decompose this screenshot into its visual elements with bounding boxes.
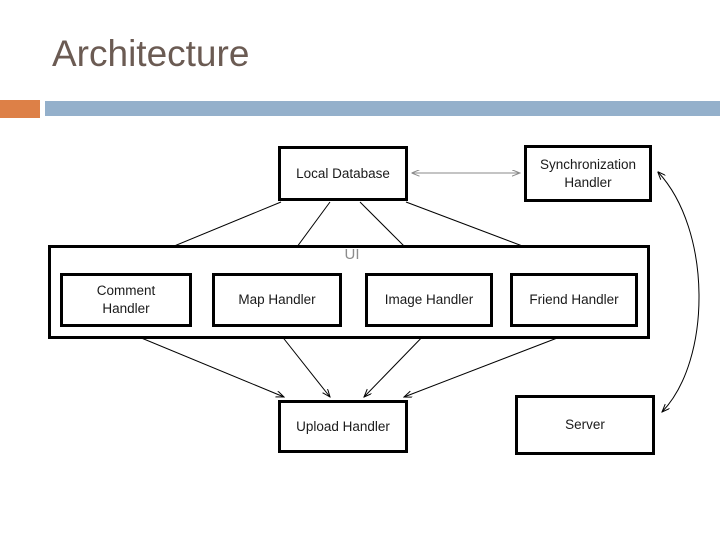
node-friend-handler[interactable]: Friend Handler <box>510 273 638 327</box>
node-comment-handler[interactable]: Comment Handler <box>60 273 192 327</box>
ui-group-label: UI <box>344 246 360 263</box>
node-server[interactable]: Server <box>515 395 655 455</box>
node-map-handler[interactable]: Map Handler <box>212 273 342 327</box>
edge-friendhandler-uploadhandler <box>404 329 579 397</box>
node-local-database[interactable]: Local Database <box>278 146 408 201</box>
node-image-handler[interactable]: Image Handler <box>365 273 493 327</box>
edge-maphandler-uploadhandler <box>276 329 330 397</box>
edge-synchandler-server <box>658 172 700 412</box>
node-upload-handler[interactable]: Upload Handler <box>278 400 408 453</box>
title-rule-orange-accent <box>0 100 40 118</box>
node-synchronization-handler[interactable]: Synchronization Handler <box>524 145 652 202</box>
slide-title: Architecture <box>52 33 250 74</box>
edge-commenthandler-uploadhandler <box>121 329 284 397</box>
edge-imagehandler-uploadhandler <box>364 329 430 397</box>
title-rule-blue-bar <box>45 101 720 116</box>
